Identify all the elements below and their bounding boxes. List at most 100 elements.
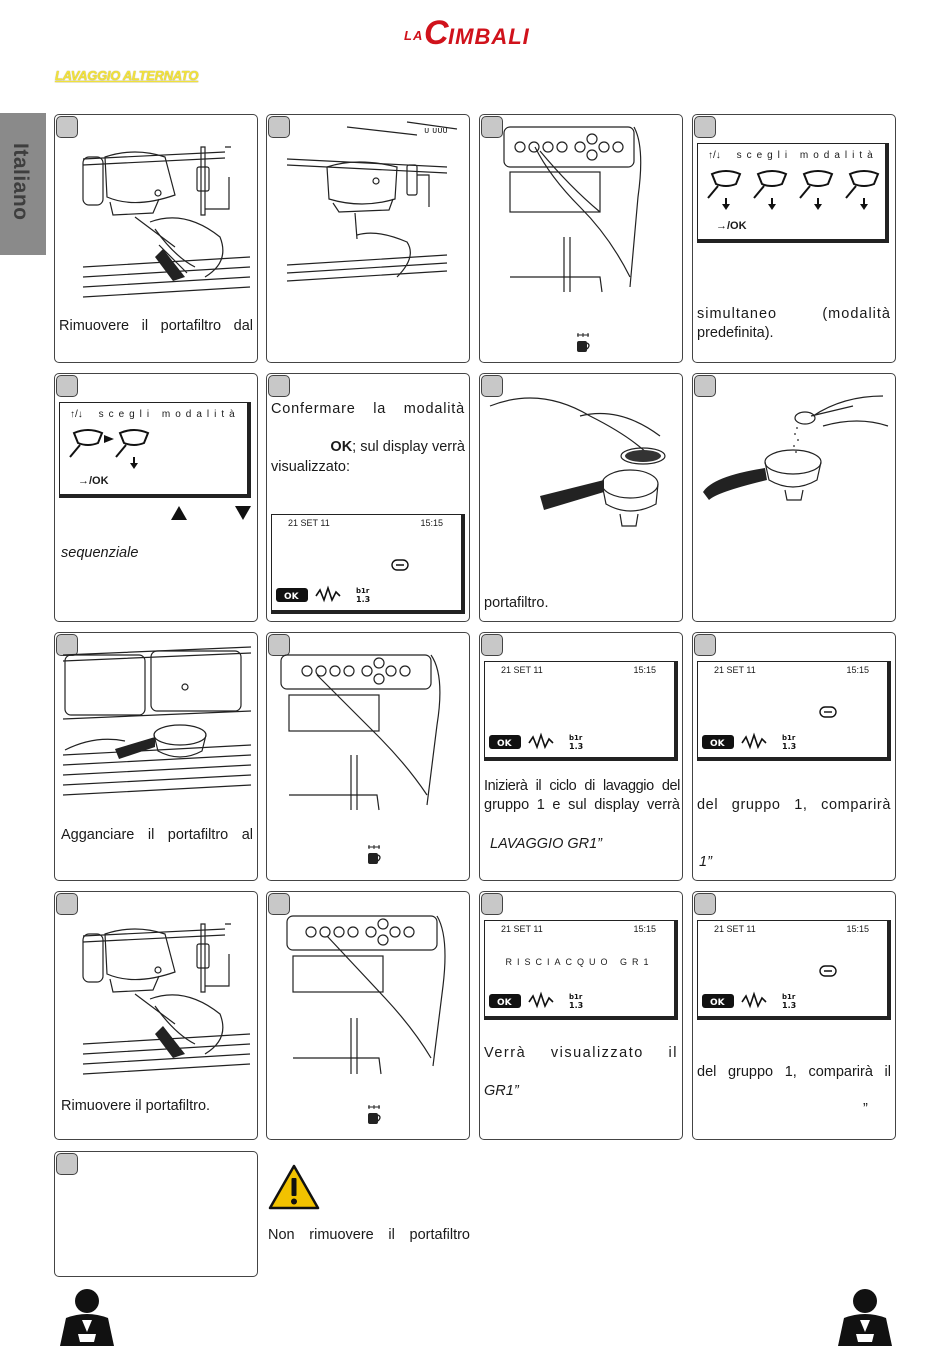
display-time: 15:15 xyxy=(846,665,869,675)
mode-select-display: ↑/↓ scegli modalità →/OK xyxy=(59,402,251,498)
step-11-caption-line-3: LAVAGGIO GR1” xyxy=(490,836,603,852)
display-status-bar: OK b1r 1.3 xyxy=(276,585,370,604)
mode-select-header: ↑/↓ scegli modalità xyxy=(70,409,240,420)
portafilter-group-illustration: ᴜ ᴜᴜᴜ xyxy=(286,121,458,282)
svg-text:b1r: b1r xyxy=(569,993,583,1001)
step-card-4: ↑/↓ scegli modalità →/OK simultaneo (mod… xyxy=(692,114,896,363)
step-16-caption-line-2: ” xyxy=(863,1101,868,1117)
remove-portafilter-illustration xyxy=(82,923,251,1075)
step-number-box xyxy=(694,893,716,915)
display-ok-label: OK xyxy=(710,739,726,749)
coffee-cup-icon xyxy=(577,333,590,352)
step-card-1: Rimuovere il portafiltro dal xyxy=(54,114,258,363)
step-number-box xyxy=(268,634,290,656)
step-card-8 xyxy=(692,373,896,622)
display-time: 15:15 xyxy=(633,924,656,934)
step-card-13: Rimuovere il portafiltro. xyxy=(54,891,258,1140)
brand-logo-initial: C xyxy=(424,14,449,52)
display-status-bar: OK b1r 1.3 xyxy=(489,991,583,1010)
add-detergent-illustration xyxy=(703,395,889,501)
display-status-bar: OK b1r 1.3 xyxy=(702,991,796,1010)
display-ok-label: OK xyxy=(497,739,513,749)
machine-display: 21 SET 11 15:15 OK b1r 1.3 xyxy=(271,514,465,614)
brand-logo-name: IMBALI xyxy=(448,24,530,49)
step-card-11: 21 SET 11 15:15 OK b1r 1.3 Inizierà il c… xyxy=(479,632,683,881)
step-card-17 xyxy=(54,1151,258,1277)
machine-display: 21 SET 11 15:15 OK b1r 1.3 xyxy=(484,661,678,761)
step-6-caption-line-1: Confermare la modalità xyxy=(271,401,465,417)
step-15-caption-line-1: Verrà visualizzato il xyxy=(484,1045,678,1061)
wash-icon xyxy=(391,559,409,571)
step-4-caption-line-1: simultaneo (modalità xyxy=(697,306,891,322)
step-number-box xyxy=(56,893,78,915)
step-6-caption-text: ; sul display verrà xyxy=(352,439,465,455)
step-7-caption: portafiltro. xyxy=(484,595,549,611)
step-number-box xyxy=(56,634,78,656)
step-number-box xyxy=(268,116,290,138)
wash-icon xyxy=(819,965,837,977)
step-card-6: Confermare la modalità OK; sul display v… xyxy=(266,373,470,622)
step-card-16: 21 SET 11 15:15 OK b1r 1.3 del gruppo 1,… xyxy=(692,891,896,1140)
step-card-2: ᴜ ᴜᴜᴜ xyxy=(266,114,470,363)
svg-text:b1r: b1r xyxy=(569,734,583,742)
step-card-7: portafiltro. xyxy=(479,373,683,622)
warning-text: Non rimuovere il portafiltro xyxy=(268,1227,470,1243)
step-11-caption-line-1: Inizierà il ciclo di lavaggio del xyxy=(484,778,680,794)
display-ok-label: OK xyxy=(497,998,513,1008)
brand-logo-prefix: LA xyxy=(404,28,424,43)
group-icons-simultaneous xyxy=(707,170,880,210)
display-status-bar: OK b1r 1.3 xyxy=(702,732,796,751)
display-time: 15:15 xyxy=(633,665,656,675)
step-number-box xyxy=(268,893,290,915)
step-15-caption-line-2: GR1” xyxy=(484,1083,519,1099)
machine-display: 21 SET 11 15:15 RISCIACQUO GR1 OK b1r 1.… xyxy=(484,920,678,1020)
barista-icon-right xyxy=(838,1289,892,1346)
display-date: 21 SET 11 xyxy=(714,665,756,675)
step-number-box xyxy=(56,1153,78,1175)
keypad-press-illustration xyxy=(503,126,642,293)
mode-select-footer: →/OK xyxy=(716,220,747,232)
display-date: 21 SET 11 xyxy=(501,924,543,934)
step-6-caption-line-2: OK; sul display verrà xyxy=(313,438,465,457)
coffee-cup-icon xyxy=(368,1105,381,1124)
display-ok-label: OK xyxy=(710,998,726,1008)
mode-select-display: ↑/↓ scegli modalità →/OK xyxy=(697,143,889,243)
svg-text:ᴜ ᴜᴜᴜ: ᴜ ᴜᴜᴜ xyxy=(424,126,448,136)
step-1-caption: Rimuovere il portafiltro dal xyxy=(59,318,253,334)
display-status-bar: OK b1r 1.3 xyxy=(489,732,583,751)
step-card-3 xyxy=(479,114,683,363)
step-4-caption-line-2: predefinita). xyxy=(697,325,774,341)
display-time: 15:15 xyxy=(846,924,869,934)
remove-portafilter-illustration xyxy=(82,146,251,298)
step-card-12: 21 SET 11 15:15 OK b1r 1.3 del gruppo 1,… xyxy=(692,632,896,881)
language-tab-label: Italiano xyxy=(9,143,32,221)
mode-select-footer: →/OK xyxy=(78,475,109,487)
step-number-box xyxy=(694,375,716,397)
step-number-box xyxy=(268,375,290,397)
step-number-box xyxy=(481,634,503,656)
step-card-15: 21 SET 11 15:15 RISCIACQUO GR1 OK b1r 1.… xyxy=(479,891,683,1140)
display-date: 21 SET 11 xyxy=(714,924,756,934)
display-time: 15:15 xyxy=(420,518,443,528)
insert-filter-disc-illustration xyxy=(489,397,666,527)
display-count: 1.3 xyxy=(782,742,796,751)
display-date: 21 SET 11 xyxy=(501,665,543,675)
step-12-caption-line-2: 1” xyxy=(699,854,712,870)
step-number-box xyxy=(694,634,716,656)
warning-icon xyxy=(268,1164,320,1210)
step-6-caption-line-3: visualizzato: xyxy=(271,459,350,475)
display-count: 1.3 xyxy=(569,742,583,751)
step-5-caption: sequenziale xyxy=(61,545,139,561)
step-13-caption: Rimuovere il portafiltro. xyxy=(61,1098,211,1114)
step-card-9: Agganciare il portafiltro al xyxy=(54,632,258,881)
attach-portafilter-illustration xyxy=(62,646,252,796)
mode-select-header: ↑/↓ scegli modalità xyxy=(708,150,878,161)
display-count: 1.3 xyxy=(782,1001,796,1010)
machine-display: 21 SET 11 15:15 OK b1r 1.3 xyxy=(697,920,891,1020)
step-number-box xyxy=(56,375,78,397)
step-number-box xyxy=(481,116,503,138)
step-9-caption: Agganciare il portafiltro al xyxy=(61,827,253,843)
mode-select-title: scegli modalità xyxy=(98,409,240,420)
step-number-box xyxy=(481,375,503,397)
display-ok-label: OK xyxy=(284,592,300,602)
